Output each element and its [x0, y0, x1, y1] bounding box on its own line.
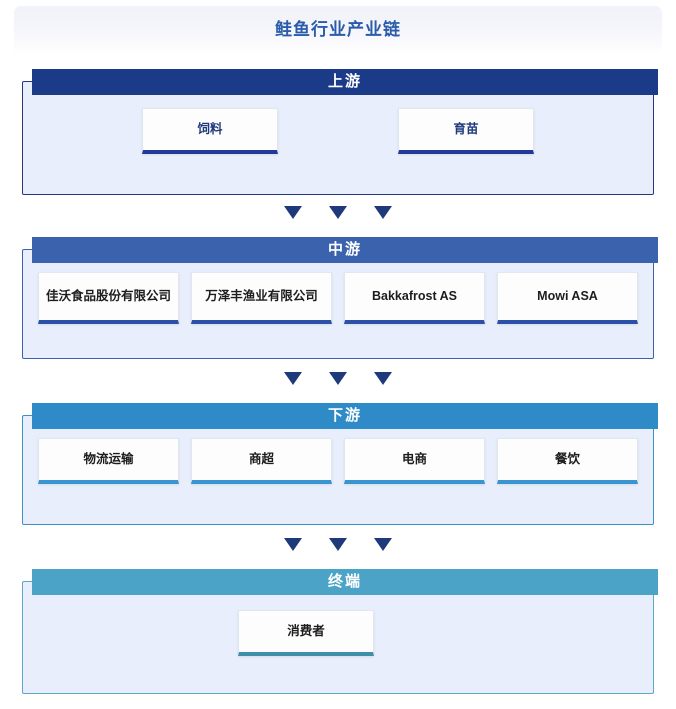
- section-header-upstream: 上游: [32, 69, 658, 95]
- connector-downstream-to-terminal: [0, 535, 676, 553]
- node-catering[interactable]: 餐饮: [497, 438, 638, 484]
- section-header-midstream: 中游: [32, 237, 658, 263]
- node-breeding[interactable]: 育苗: [398, 108, 534, 154]
- section-midstream: 中游 佳沃食品股份有限公司 万泽丰渔业有限公司 Bakkafrost AS Mo…: [22, 237, 658, 359]
- section-body-upstream: 饲料 育苗: [23, 108, 653, 170]
- arrow-down-icon: [284, 537, 302, 551]
- arrow-down-icon: [284, 371, 302, 385]
- section-downstream: 下游 物流运输 商超 电商 餐饮: [22, 403, 658, 525]
- node-joyvio-food[interactable]: 佳沃食品股份有限公司: [38, 272, 179, 324]
- node-ecommerce[interactable]: 电商: [344, 438, 485, 484]
- section-body-midstream: 佳沃食品股份有限公司 万泽丰渔业有限公司 Bakkafrost AS Mowi …: [23, 272, 653, 334]
- section-header-terminal: 终端: [32, 569, 658, 595]
- arrow-down-icon: [284, 205, 302, 219]
- node-wanzefeng-fishery[interactable]: 万泽丰渔业有限公司: [191, 272, 332, 324]
- arrow-down-icon: [374, 537, 392, 551]
- section-upstream: 上游 饲料 育苗: [22, 69, 658, 195]
- arrow-down-icon: [329, 205, 347, 219]
- node-consumer[interactable]: 消费者: [238, 610, 374, 656]
- arrow-down-icon: [374, 371, 392, 385]
- section-terminal: 终端 消费者: [22, 569, 658, 694]
- title-bar: 鲑鱼行业产业链: [14, 6, 662, 54]
- section-header-downstream: 下游: [32, 403, 658, 429]
- connector-upstream-to-midstream: [0, 203, 676, 221]
- node-mowi[interactable]: Mowi ASA: [497, 272, 638, 324]
- section-body-downstream: 物流运输 商超 电商 餐饮: [23, 438, 653, 500]
- arrow-down-icon: [329, 537, 347, 551]
- arrow-down-icon: [374, 205, 392, 219]
- node-logistics[interactable]: 物流运输: [38, 438, 179, 484]
- node-supermarket[interactable]: 商超: [191, 438, 332, 484]
- node-feed[interactable]: 饲料: [142, 108, 278, 154]
- node-bakkafrost[interactable]: Bakkafrost AS: [344, 272, 485, 324]
- arrow-down-icon: [329, 371, 347, 385]
- section-body-terminal: 消费者: [23, 610, 653, 672]
- page-title: 鲑鱼行业产业链: [275, 20, 401, 39]
- connector-midstream-to-downstream: [0, 369, 676, 387]
